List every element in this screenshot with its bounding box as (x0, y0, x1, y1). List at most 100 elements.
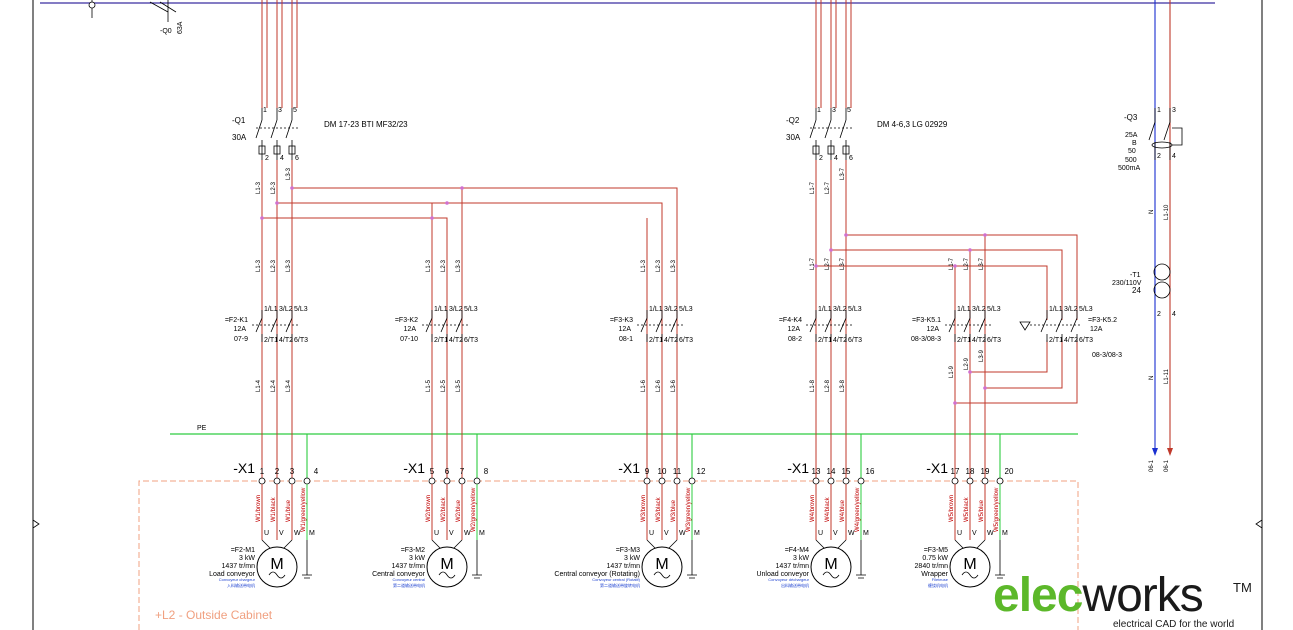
q2-tag: -Q2 (786, 116, 800, 125)
contactor-ref: 07-10 (400, 336, 418, 343)
wire-label: L2-7 (825, 257, 831, 270)
terminal-number: 2 (275, 467, 280, 476)
motor-pin: W (987, 530, 994, 537)
terminal (981, 477, 989, 485)
motor-speed: 1437 tr/mn (392, 563, 426, 570)
contact-top-label: 5/L3 (679, 306, 693, 313)
wire-label: L1-3 (256, 259, 262, 272)
terminal-strip-label: -X1 (618, 460, 640, 476)
motor-sub: Fileteuse (932, 577, 949, 582)
motor-desc: Wrapper (921, 571, 948, 578)
contact-bottom-label: 4/T2 (972, 337, 986, 344)
svg-text:6/T3: 6/T3 (1079, 337, 1093, 344)
motor-cn: 第二道输送带旋转电机 (600, 582, 640, 588)
contact-top-label: 1/L1 (818, 306, 832, 313)
motor-pin: V (279, 530, 284, 537)
contact-bottom-label: 6/T3 (848, 337, 862, 344)
terminal-number: 13 (812, 467, 821, 476)
k52-tag: =F3-K5.2 (1088, 317, 1117, 324)
q3-tag: -Q3 (1124, 113, 1138, 122)
svg-text:1/L1: 1/L1 (1049, 306, 1063, 313)
cable-core-label: W1/brown (256, 495, 262, 522)
motor-tag: =F3-M2 (401, 547, 425, 554)
terminal (951, 477, 959, 485)
wire-label: L1-6 (641, 379, 647, 392)
cable-core-label: W5/blue (979, 499, 985, 522)
motor-pin: W (294, 530, 301, 537)
terminal-number: 4 (314, 467, 319, 476)
motor-symbol (641, 546, 683, 588)
motor-symbol (810, 546, 852, 588)
pe-label: PE (197, 425, 207, 432)
cable-core-label: W4/blue (840, 499, 846, 522)
contactor-ref: 08-2 (788, 336, 802, 343)
t1-tag: -T1 (1130, 272, 1141, 279)
t1-wire-n: N (1149, 376, 1155, 380)
wire-label: L3-7 (840, 257, 846, 270)
main-switch-q0: -Q0 63A (40, 0, 1215, 35)
q3-spec-1: 25A (1125, 132, 1138, 139)
q3-spec-2: B (1132, 140, 1137, 147)
wire-label: L1-3 (426, 259, 432, 272)
contactor-tag: =F3-K2 (395, 317, 418, 324)
terminal-strip-label: -X1 (926, 460, 948, 476)
brand-elec: elec (993, 569, 1083, 622)
motor-pin: V (664, 530, 669, 537)
terminal-number: 16 (866, 467, 875, 476)
motor-pin: U (957, 530, 962, 537)
svg-text:3: 3 (1172, 107, 1176, 114)
q1-power-wiring (261, 0, 678, 480)
terminal (857, 477, 865, 485)
terminal-number: 19 (981, 467, 990, 476)
wire-label: L1-8 (810, 379, 816, 392)
wire-label: L1-9 (949, 365, 955, 378)
motor-cn: 第二道输送带电机 (393, 582, 425, 588)
contactor-rating: 12A (404, 326, 417, 333)
q0-label: -Q0 (160, 28, 172, 35)
motor-speed: 2840 tr/mn (915, 563, 949, 570)
contact-top-label: 1/L1 (264, 306, 278, 313)
svg-text:4: 4 (1172, 153, 1176, 160)
q1-tag: -Q1 (232, 116, 246, 125)
elecworks-logo: elecworks TM electrical CAD for the worl… (993, 569, 1283, 630)
terminal (673, 477, 681, 485)
wire-label: L3-5 (456, 379, 462, 392)
cable-core-label: W2/brown (426, 495, 432, 522)
motor-desc: Central conveyor (Rotating) (554, 571, 640, 578)
q3-spec-5: 500mA (1118, 165, 1141, 172)
t1-wire-l: L1-11 (1164, 368, 1170, 384)
motor-symbol (256, 546, 298, 588)
contact-top-label: 3/L2 (833, 306, 847, 313)
wire-label: L1-3 (256, 181, 262, 194)
contactor-tag: =F3-K5.1 (912, 317, 941, 324)
svg-text:4/T2: 4/T2 (1064, 337, 1078, 344)
terminal-number: 9 (645, 467, 650, 476)
motor-pin: M (309, 530, 315, 537)
terminal (643, 477, 651, 485)
terminal-number: 3 (290, 467, 295, 476)
svg-text:3: 3 (832, 107, 836, 114)
motor-pin: M (1002, 530, 1008, 537)
location-label: +L2 - Outside Cabinet (155, 608, 273, 622)
contact-top-label: 1/L1 (434, 306, 448, 313)
terminal (273, 477, 281, 485)
wire-label: L1-3 (641, 259, 647, 272)
svg-text:1: 1 (817, 107, 821, 114)
terminal (827, 477, 835, 485)
terminal (443, 477, 451, 485)
cable-core-label: W1/blue (286, 499, 292, 522)
ground-icon (687, 540, 697, 579)
k52-rating: 12A (1090, 326, 1103, 333)
q3-spec-3: 50 (1128, 148, 1136, 155)
cable-core-label: W2/black (441, 496, 447, 522)
q0-rating: 63A (177, 21, 184, 34)
motor-power: 3 kW (624, 555, 640, 562)
contact-top-label: 5/L3 (987, 306, 1001, 313)
contactor-rating: 12A (927, 326, 940, 333)
contact-bottom-label: 6/T3 (294, 337, 308, 344)
terminal-number: 20 (1005, 467, 1014, 476)
svg-text:5: 5 (293, 107, 297, 114)
